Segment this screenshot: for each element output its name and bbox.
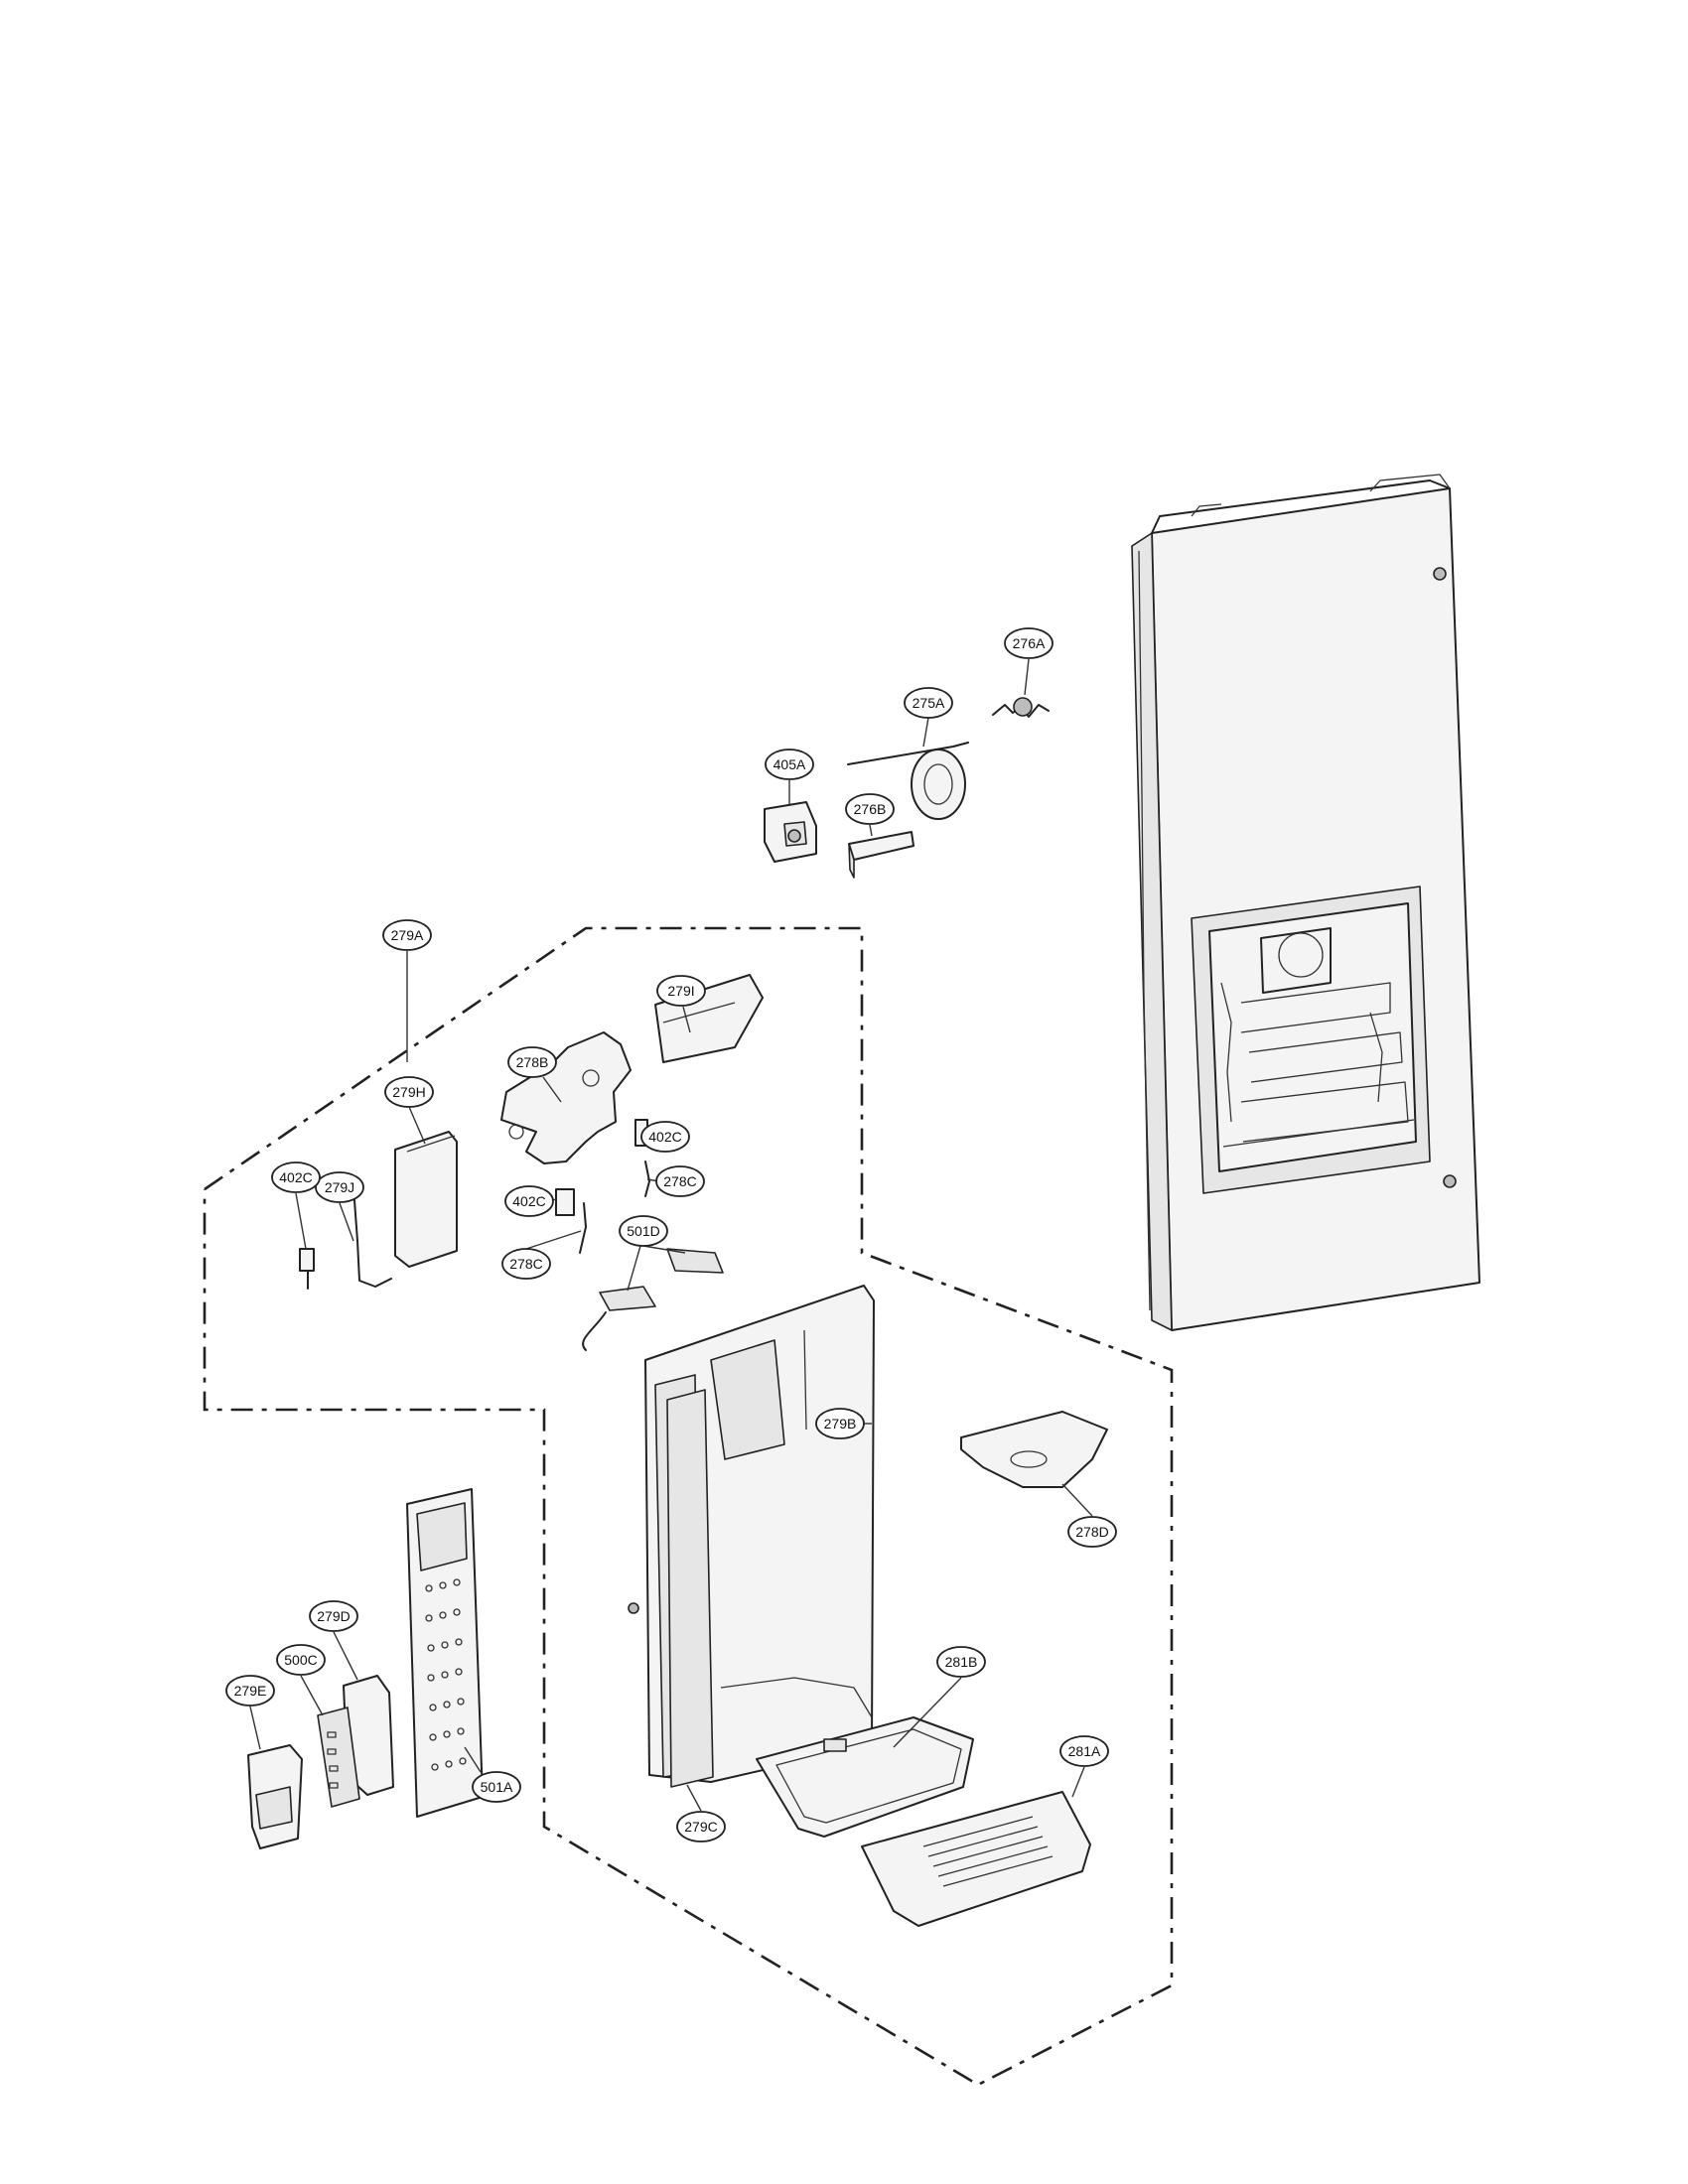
callout-label: 279C	[684, 1819, 717, 1835]
callout-labels: 276A 275A 405A 276B 279A 279I 278B 279H 279J 402C…	[225, 627, 1117, 1843]
callout-276A: 276A	[1004, 627, 1054, 659]
callout-bubble	[936, 1646, 986, 1678]
callout-bubble	[472, 1771, 521, 1803]
part-501D-pcb	[582, 1248, 724, 1351]
leader-lines	[249, 658, 1093, 1812]
part-278C-wire-mid	[579, 1202, 587, 1254]
callout-279A: 279A	[382, 919, 432, 951]
callout-label: 279B	[824, 1416, 857, 1432]
callout-bubble	[904, 687, 953, 719]
part-281A-grille	[861, 1791, 1091, 1927]
part-278C-wire-right	[644, 1160, 650, 1197]
part-281B-tray	[756, 1716, 974, 1838]
callout-bubble	[507, 1046, 557, 1078]
callout-bubble	[845, 793, 895, 825]
callout-label: 279A	[391, 927, 424, 943]
callout-bubble	[765, 749, 814, 780]
callout-278C-b: 278C	[501, 1248, 551, 1280]
callout-label: 405A	[774, 756, 806, 772]
callout-bubble	[309, 1600, 358, 1632]
callout-label: 279D	[317, 1608, 350, 1624]
callout-279C: 279C	[676, 1811, 726, 1843]
callout-label: 501A	[481, 1779, 513, 1795]
callout-label: 281A	[1068, 1743, 1101, 1759]
part-278B-bracket	[500, 1031, 632, 1164]
callout-bubble	[271, 1161, 321, 1193]
part-279B-housing	[628, 1285, 875, 1783]
callout-label: 500C	[284, 1652, 317, 1668]
callout-bubble	[656, 975, 706, 1007]
callout-278B: 278B	[507, 1046, 557, 1078]
callout-label: 501D	[627, 1223, 659, 1239]
part-279C-panel	[666, 1389, 714, 1788]
callout-bubble	[384, 1076, 434, 1108]
callout-bubble	[1059, 1735, 1109, 1767]
callout-279E: 279E	[225, 1675, 275, 1706]
part-275A-lever	[847, 742, 969, 820]
callout-276B: 276B	[845, 793, 895, 825]
part-278D-funnel	[960, 1411, 1108, 1488]
callout-279H: 279H	[384, 1076, 434, 1108]
part-279E-cover	[247, 1744, 303, 1849]
callout-279D: 279D	[309, 1600, 358, 1632]
callout-bubble	[640, 1121, 690, 1153]
door-assembly	[1131, 474, 1480, 1331]
callout-501A: 501A	[472, 1771, 521, 1803]
callout-402C-a: 402C	[271, 1161, 321, 1193]
part-276A-spring	[992, 697, 1050, 718]
callout-label: 278B	[516, 1054, 549, 1070]
callout-402C-b: 402C	[640, 1121, 690, 1153]
callout-bubble	[504, 1185, 554, 1217]
callout-label: 402C	[279, 1169, 312, 1185]
callout-bubble	[225, 1675, 275, 1706]
callout-281B: 281B	[936, 1646, 986, 1678]
callout-402C-c: 402C	[504, 1185, 554, 1217]
callout-bubble	[676, 1811, 726, 1843]
callout-275A: 275A	[904, 687, 953, 719]
callout-label: 402C	[648, 1129, 681, 1145]
callout-279B: 279B	[815, 1408, 865, 1439]
callout-bubble	[501, 1248, 551, 1280]
callout-label: 275A	[913, 695, 945, 711]
callout-bubble	[276, 1644, 326, 1676]
callout-278D: 278D	[1067, 1516, 1117, 1548]
callout-bubble	[382, 919, 432, 951]
callout-279I: 279I	[656, 975, 706, 1007]
callout-label: 278D	[1075, 1524, 1108, 1540]
callout-label: 279J	[325, 1179, 354, 1195]
part-500C-keypad	[317, 1706, 360, 1808]
part-402C-switch-left	[299, 1248, 315, 1290]
part-405A-motor	[764, 801, 817, 863]
callout-label: 278C	[509, 1256, 542, 1272]
callout-bubble	[1004, 627, 1054, 659]
callout-278C-a: 278C	[655, 1165, 705, 1197]
callout-281A: 281A	[1059, 1735, 1109, 1767]
assembly-279A-boundary	[203, 926, 1174, 2087]
callout-label: 279E	[234, 1683, 267, 1699]
part-402C-switch-mid	[555, 1188, 575, 1216]
callout-bubble	[1067, 1516, 1117, 1548]
callout-label: 279I	[667, 983, 694, 999]
part-276B-bracket	[848, 831, 914, 879]
callout-label: 278C	[663, 1173, 696, 1189]
callout-501D: 501D	[619, 1215, 668, 1247]
callout-label: 276A	[1013, 635, 1046, 651]
callout-bubble	[619, 1215, 668, 1247]
callout-bubble	[815, 1408, 865, 1439]
part-501A-display-board	[406, 1488, 484, 1818]
part-279H-module	[394, 1131, 458, 1268]
callout-bubble	[655, 1165, 705, 1197]
callout-405A: 405A	[765, 749, 814, 780]
callout-500C: 500C	[276, 1644, 326, 1676]
callout-label: 279H	[392, 1084, 425, 1100]
callout-label: 276B	[854, 801, 887, 817]
callout-label: 281B	[945, 1654, 978, 1670]
callout-279J: 279J	[315, 1171, 364, 1203]
callout-label: 402C	[512, 1193, 545, 1209]
callout-bubble	[315, 1171, 364, 1203]
